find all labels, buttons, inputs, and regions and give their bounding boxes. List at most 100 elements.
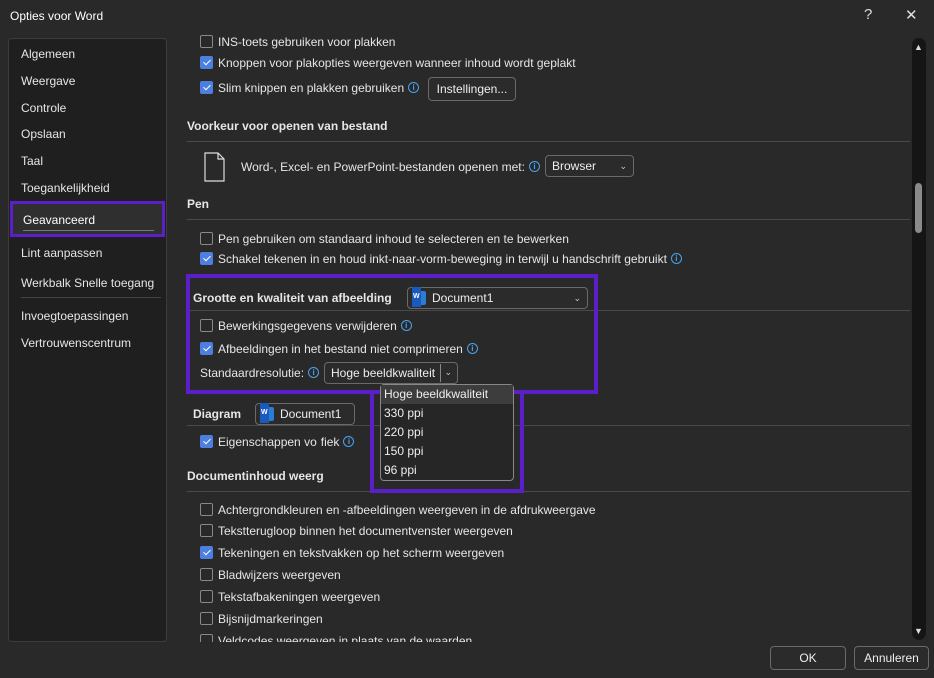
diagram-document-select[interactable]: Document1 (255, 403, 355, 425)
section-heading: Documentinhoud weerg (187, 469, 324, 483)
checkbox[interactable] (200, 81, 213, 94)
selected-value: Hoge beeldkwaliteit (331, 366, 436, 380)
checkbox[interactable] (200, 612, 213, 625)
highlight-box (186, 274, 598, 394)
checkbox[interactable] (200, 56, 213, 69)
display-option[interactable]: Tekeningen en tekstvakken op het scherm … (200, 545, 504, 561)
help-button[interactable]: ? (864, 6, 873, 23)
scrollbar-thumb[interactable] (915, 183, 922, 233)
cancel-button[interactable]: Annuleren (854, 646, 929, 670)
pen-select-option[interactable]: Pen gebruiken om standaard inhoud te sel… (200, 231, 569, 247)
sidebar-item-vertrouwenscentrum[interactable]: Vertrouwenscentrum (21, 336, 132, 350)
option-330-ppi[interactable]: 330 ppi (384, 406, 424, 420)
display-option[interactable]: Veldcodes weergeven in plaats van de waa… (200, 633, 472, 642)
label: Afbeeldingen in het bestand niet comprim… (218, 342, 463, 356)
no-compress-option[interactable]: Afbeeldingen in het bestand niet comprim… (200, 341, 478, 357)
label: Bladwijzers weergeven (218, 568, 341, 582)
label: INS-toets gebruiken voor plakken (218, 35, 396, 49)
checkbox[interactable] (200, 568, 213, 581)
sidebar-item-taal[interactable]: Taal (21, 154, 44, 168)
open-with-select[interactable]: Browser ⌄ (545, 155, 634, 177)
selected-value: Document1 (432, 291, 494, 305)
file-icon (204, 152, 225, 182)
option-hoge-beeldkwaliteit[interactable]: Hoge beeldkwaliteit (381, 385, 513, 404)
chevron-down-icon: ⌄ (619, 161, 627, 171)
word-document-icon (260, 403, 274, 423)
selected-value: Browser (552, 159, 597, 173)
label: Bijsnijdmarkeringen (218, 612, 323, 626)
checkbox[interactable] (200, 524, 213, 537)
section-heading: Pen (187, 197, 210, 211)
sidebar-item-toegankelijkheid[interactable]: Toegankelijkheid (21, 181, 110, 195)
checkbox[interactable] (200, 35, 213, 48)
checkbox[interactable] (200, 634, 213, 642)
display-option[interactable]: Achtergrondkleuren en -afbeeldingen weer… (200, 502, 596, 518)
sidebar: Algemeen Weergave Controle Opslaan Taal … (8, 38, 167, 642)
scroll-up-icon[interactable]: ▲ (914, 42, 923, 52)
ink-shape-option[interactable]: Schakel tekenen in en houd inkt-naar-vor… (200, 251, 682, 267)
info-icon: i (466, 343, 478, 354)
info-icon: i (343, 436, 355, 447)
checkbox[interactable] (200, 342, 213, 355)
open-with-label: Word-, Excel- en PowerPoint-bestanden op… (241, 159, 540, 175)
display-option[interactable]: Bladwijzers weergeven (200, 567, 341, 583)
label: Eigenschappen vo (218, 435, 317, 449)
resolution-select[interactable]: Hoge beeldkwaliteit ⌄ (324, 362, 458, 384)
label: Tekstafbakeningen weergeven (218, 590, 381, 604)
ok-button[interactable]: OK (770, 646, 846, 670)
checkbox[interactable] (200, 232, 213, 245)
sidebar-item-geavanceerd[interactable]: Geavanceerd (10, 201, 165, 237)
resolution-dropdown-list: Hoge beeldkwaliteit 330 ppi 220 ppi 150 … (380, 384, 514, 481)
divider (21, 297, 161, 298)
section-heading: Voorkeur voor openen van bestand (187, 119, 388, 133)
label: Achtergrondkleuren en -afbeeldingen weer… (218, 503, 596, 517)
sidebar-item-algemeen[interactable]: Algemeen (21, 47, 76, 61)
checkbox[interactable] (200, 435, 213, 448)
info-icon: i (528, 161, 540, 172)
display-option[interactable]: Bijsnijdmarkeringen (200, 611, 323, 627)
paste-buttons-option[interactable]: Knoppen voor plakopties weergeven wannee… (200, 55, 576, 71)
scroll-down-icon[interactable]: ▼ (914, 626, 923, 636)
label: Veldcodes weergeven in plaats van de waa… (218, 634, 473, 642)
image-document-select[interactable]: Document1⌄ (407, 287, 588, 309)
divider (187, 425, 910, 426)
section-heading: Diagram (193, 407, 242, 421)
advanced-options: INS-toets gebruiken voor plakken Knoppen… (170, 30, 910, 642)
label: Slim knippen en plakken gebruiken (218, 81, 405, 95)
chevron-down-icon: ⌄ (440, 364, 455, 382)
label: Knoppen voor plakopties weergeven wannee… (218, 56, 576, 70)
label: Schakel tekenen in en houd inkt-naar-vor… (218, 252, 667, 266)
sidebar-item-label: Geavanceerd (23, 213, 96, 227)
checkbox[interactable] (200, 590, 213, 603)
divider (187, 310, 910, 311)
sidebar-item-werkbalk[interactable]: Werkbalk Snelle toegang (21, 276, 155, 290)
checkbox[interactable] (200, 546, 213, 559)
info-icon: i (308, 367, 320, 378)
option-150-ppi[interactable]: 150 ppi (384, 444, 424, 458)
sidebar-item-invoegtoepassingen[interactable]: Invoegtoepassingen (21, 309, 129, 323)
sidebar-item-opslaan[interactable]: Opslaan (21, 127, 66, 141)
settings-button[interactable]: Instellingen... (428, 77, 516, 101)
checkbox[interactable] (200, 252, 213, 265)
word-document-icon (412, 287, 426, 307)
option-220-ppi[interactable]: 220 ppi (384, 425, 424, 439)
resolution-label: Standaardresolutie:i (200, 365, 320, 381)
sidebar-item-controle[interactable]: Controle (21, 101, 67, 115)
sidebar-item-lint-aanpassen[interactable]: Lint aanpassen (21, 246, 103, 260)
checkbox[interactable] (200, 503, 213, 516)
ins-paste-option[interactable]: INS-toets gebruiken voor plakken (200, 34, 395, 50)
sidebar-item-weergave[interactable]: Weergave (21, 74, 76, 88)
close-button[interactable]: ✕ (905, 7, 918, 24)
display-option[interactable]: Tekstafbakeningen weergeven (200, 589, 380, 605)
scrollbar[interactable] (912, 38, 926, 640)
info-icon: i (408, 82, 420, 93)
display-option[interactable]: Tekstterugloop binnen het documentvenste… (200, 523, 513, 539)
window-title: Opties voor Word (10, 9, 104, 23)
option-96-ppi[interactable]: 96 ppi (384, 463, 417, 477)
checkbox[interactable] (200, 319, 213, 332)
selected-value: Document1 (280, 407, 342, 421)
label: Standaardresolutie: (200, 366, 305, 380)
